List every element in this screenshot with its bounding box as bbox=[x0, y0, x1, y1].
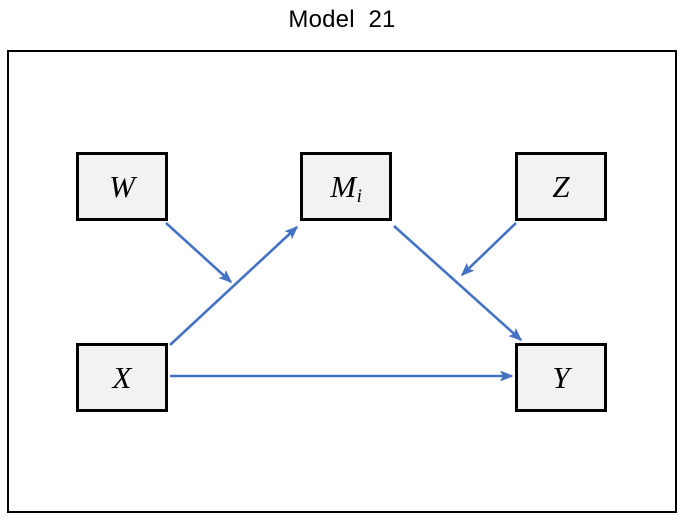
node-m-base: M bbox=[330, 169, 357, 204]
edge-z-to-my-path bbox=[460, 222, 517, 277]
node-m: Mi bbox=[300, 152, 392, 221]
edge-w-to-xm-path bbox=[165, 222, 233, 284]
node-y: Y bbox=[515, 343, 607, 412]
node-m-subscript: i bbox=[356, 186, 362, 208]
node-w: W bbox=[76, 152, 168, 221]
edge-m-to-y bbox=[393, 225, 523, 342]
node-m-label: Mi bbox=[330, 169, 362, 206]
page-title: Model 21 bbox=[288, 6, 396, 33]
diagram-frame bbox=[7, 50, 677, 513]
node-x: X bbox=[76, 343, 168, 412]
node-z-label: Z bbox=[552, 169, 570, 204]
edge-x-to-m bbox=[169, 225, 299, 346]
node-x-label: X bbox=[112, 360, 132, 395]
node-y-label: Y bbox=[552, 360, 570, 395]
node-w-label: W bbox=[109, 169, 135, 204]
node-z: Z bbox=[515, 152, 607, 221]
